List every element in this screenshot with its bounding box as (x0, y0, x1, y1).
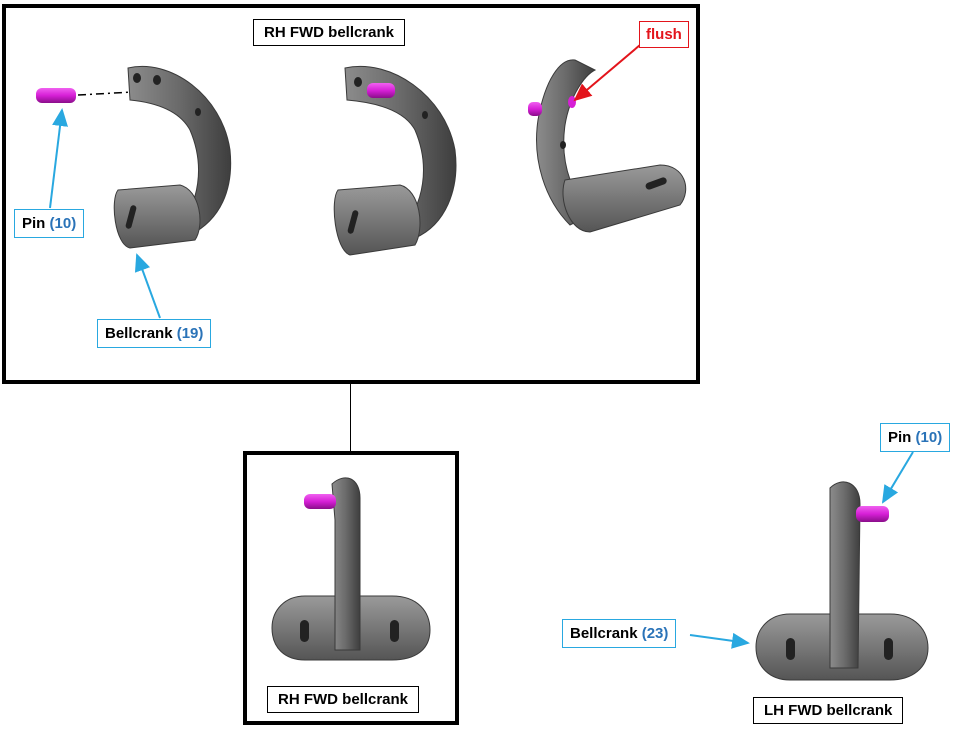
pin-lh-callout-label: Pin (888, 429, 912, 446)
bellcrank-view-3 (528, 59, 687, 233)
pin-installed (367, 83, 395, 98)
hole (133, 73, 141, 83)
flush-callout: flush (639, 21, 689, 48)
bellcrank-view-2 (333, 66, 457, 256)
bellcrank-lh-callout-number: (23) (641, 625, 669, 642)
hole (560, 141, 566, 149)
slot (125, 205, 137, 229)
slot (300, 620, 309, 642)
pin-callout-label: Pin (22, 215, 46, 232)
bellcrank-base (562, 164, 687, 233)
hole (195, 108, 201, 116)
pin-flush-end (568, 96, 576, 108)
bellcrank-base (333, 184, 421, 256)
pin-lh-callout-arrow (881, 451, 914, 504)
bellcrank-arm (331, 477, 361, 651)
pin-lh-callout-number: (10) (915, 429, 943, 446)
slot (645, 177, 667, 190)
bellcrank-callout-label: Bellcrank (105, 325, 173, 342)
flush-callout-arrow (573, 44, 641, 102)
hole (354, 77, 362, 87)
bottom-right-title: LH FWD bellcrank (753, 697, 904, 724)
pin-installed (856, 506, 889, 522)
hole (153, 75, 161, 85)
pin-callout-number: (10) (49, 215, 77, 232)
top-frame-title: RH FWD bellcrank (253, 19, 406, 46)
bellcrank-base (113, 184, 201, 249)
pin-flush (528, 102, 542, 116)
bellcrank-arm (829, 481, 861, 669)
hole (422, 111, 428, 119)
bellcrank-callout-arrow (134, 253, 161, 319)
slot (786, 638, 795, 660)
bellcrank-lh-callout: Bellcrank (23) (562, 619, 677, 648)
pin-lh-callout: Pin (10) (880, 423, 951, 452)
slot (390, 620, 399, 642)
bottom-center-title: RH FWD bellcrank (267, 686, 420, 713)
bellcrank-front-lh (755, 481, 929, 681)
bellcrank-callout-number: (19) (176, 325, 204, 342)
pin-exploded (36, 88, 76, 103)
pin-installed (304, 494, 336, 509)
bellcrank-callout: Bellcrank (19) (97, 319, 212, 348)
pin-callout: Pin (10) (14, 209, 85, 238)
connector-line (350, 384, 351, 452)
bellcrank-front-rh (271, 477, 431, 661)
bellcrank-view-1 (36, 66, 232, 249)
bellcrank-lh-callout-arrow (689, 632, 750, 649)
slot (884, 638, 893, 660)
pin-callout-arrow (49, 108, 68, 209)
bellcrank-lh-callout-label: Bellcrank (570, 625, 638, 642)
slot (347, 210, 359, 234)
